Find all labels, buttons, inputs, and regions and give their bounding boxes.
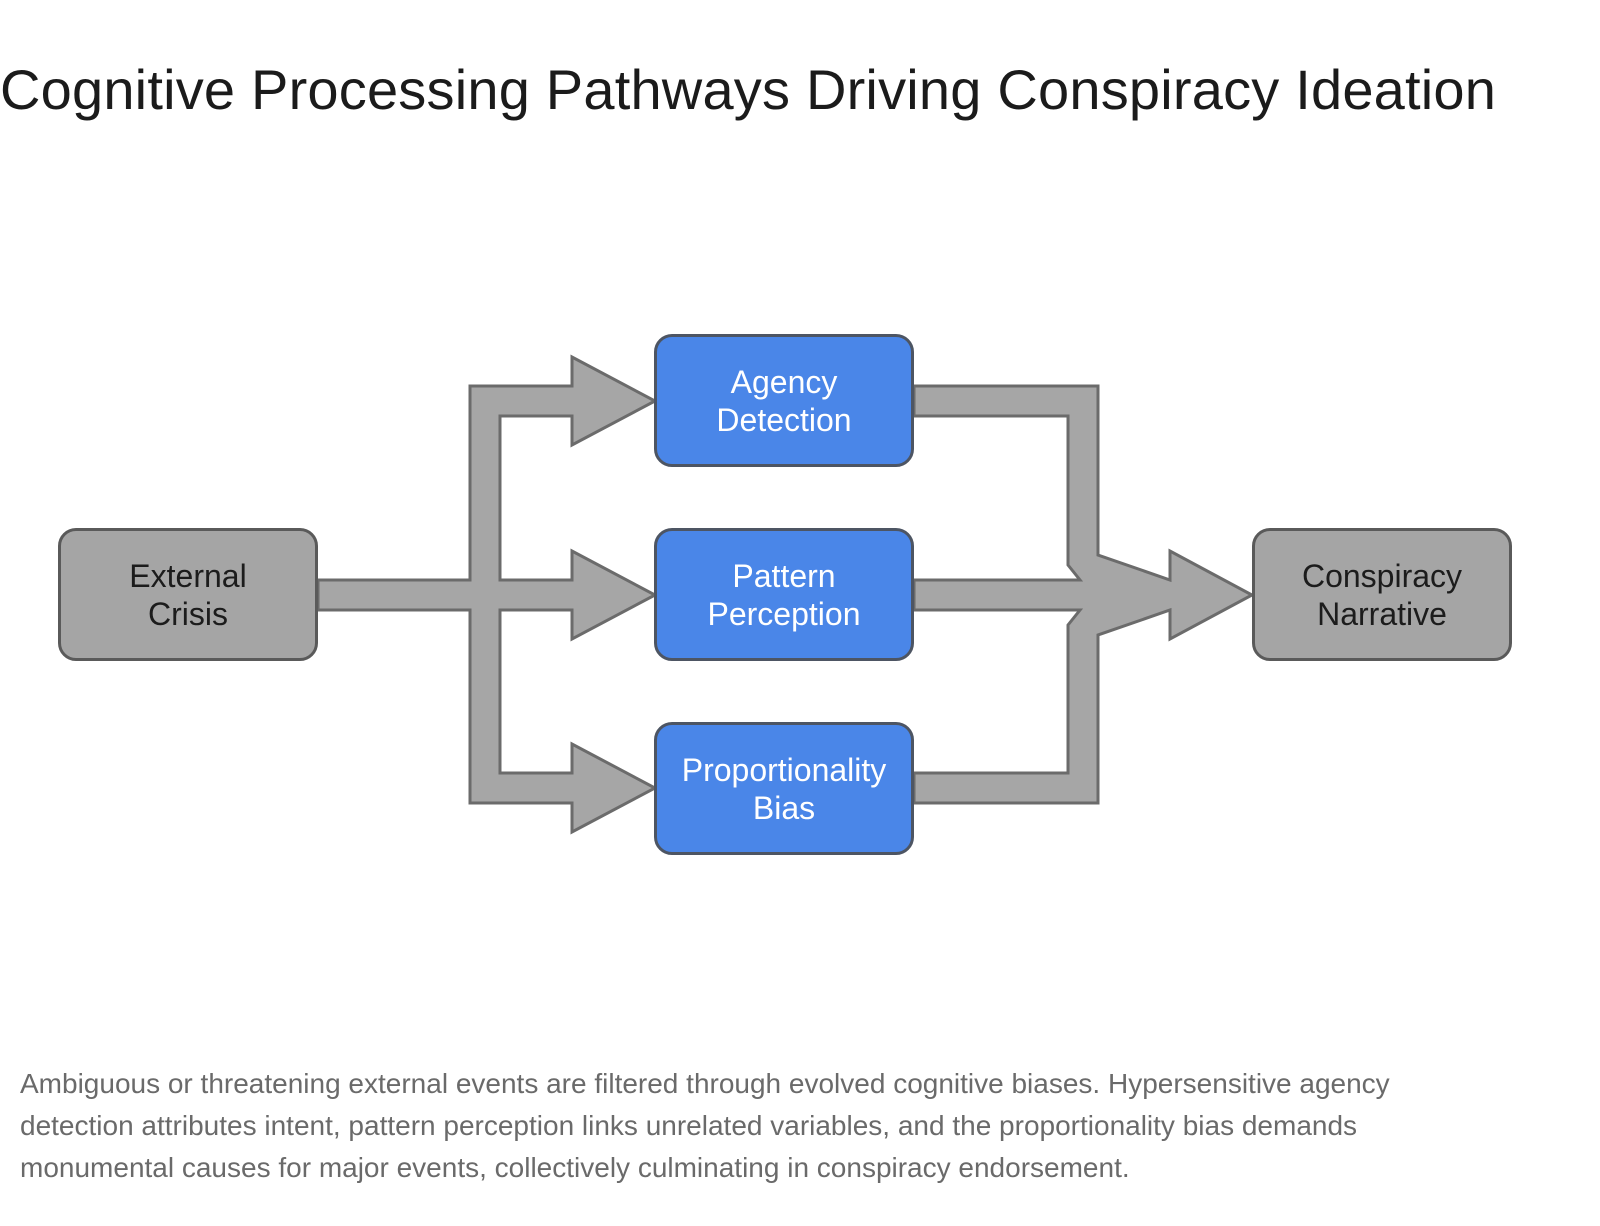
node-agency-detection-line1: Agency — [730, 363, 838, 400]
node-conspiracy-narrative-line2: Narrative — [1317, 595, 1447, 632]
node-agency-detection: Agency Detection — [654, 334, 914, 467]
node-proportionality-bias-line1: Proportionality — [681, 751, 887, 788]
node-agency-detection-line2: Detection — [716, 401, 852, 438]
node-external-crisis-line2: Crisis — [148, 595, 228, 632]
node-external-crisis: External Crisis — [58, 528, 318, 661]
node-proportionality-bias: Proportionality Bias — [654, 722, 914, 855]
diagram-caption: Ambiguous or threatening external events… — [20, 1068, 1390, 1183]
connector-merge — [912, 384, 1256, 805]
node-pattern-perception-line2: Perception — [707, 595, 861, 632]
page-title: Cognitive Processing Pathways Driving Co… — [0, 58, 1497, 121]
node-conspiracy-narrative: Conspiracy Narrative — [1252, 528, 1512, 661]
node-pattern-perception: Pattern Perception — [654, 528, 914, 661]
node-proportionality-bias-line2: Bias — [752, 789, 816, 826]
node-external-crisis-line1: External — [129, 557, 247, 594]
connector-split — [316, 354, 659, 835]
node-pattern-perception-line1: Pattern — [732, 557, 836, 594]
node-conspiracy-narrative-line1: Conspiracy — [1301, 557, 1463, 594]
